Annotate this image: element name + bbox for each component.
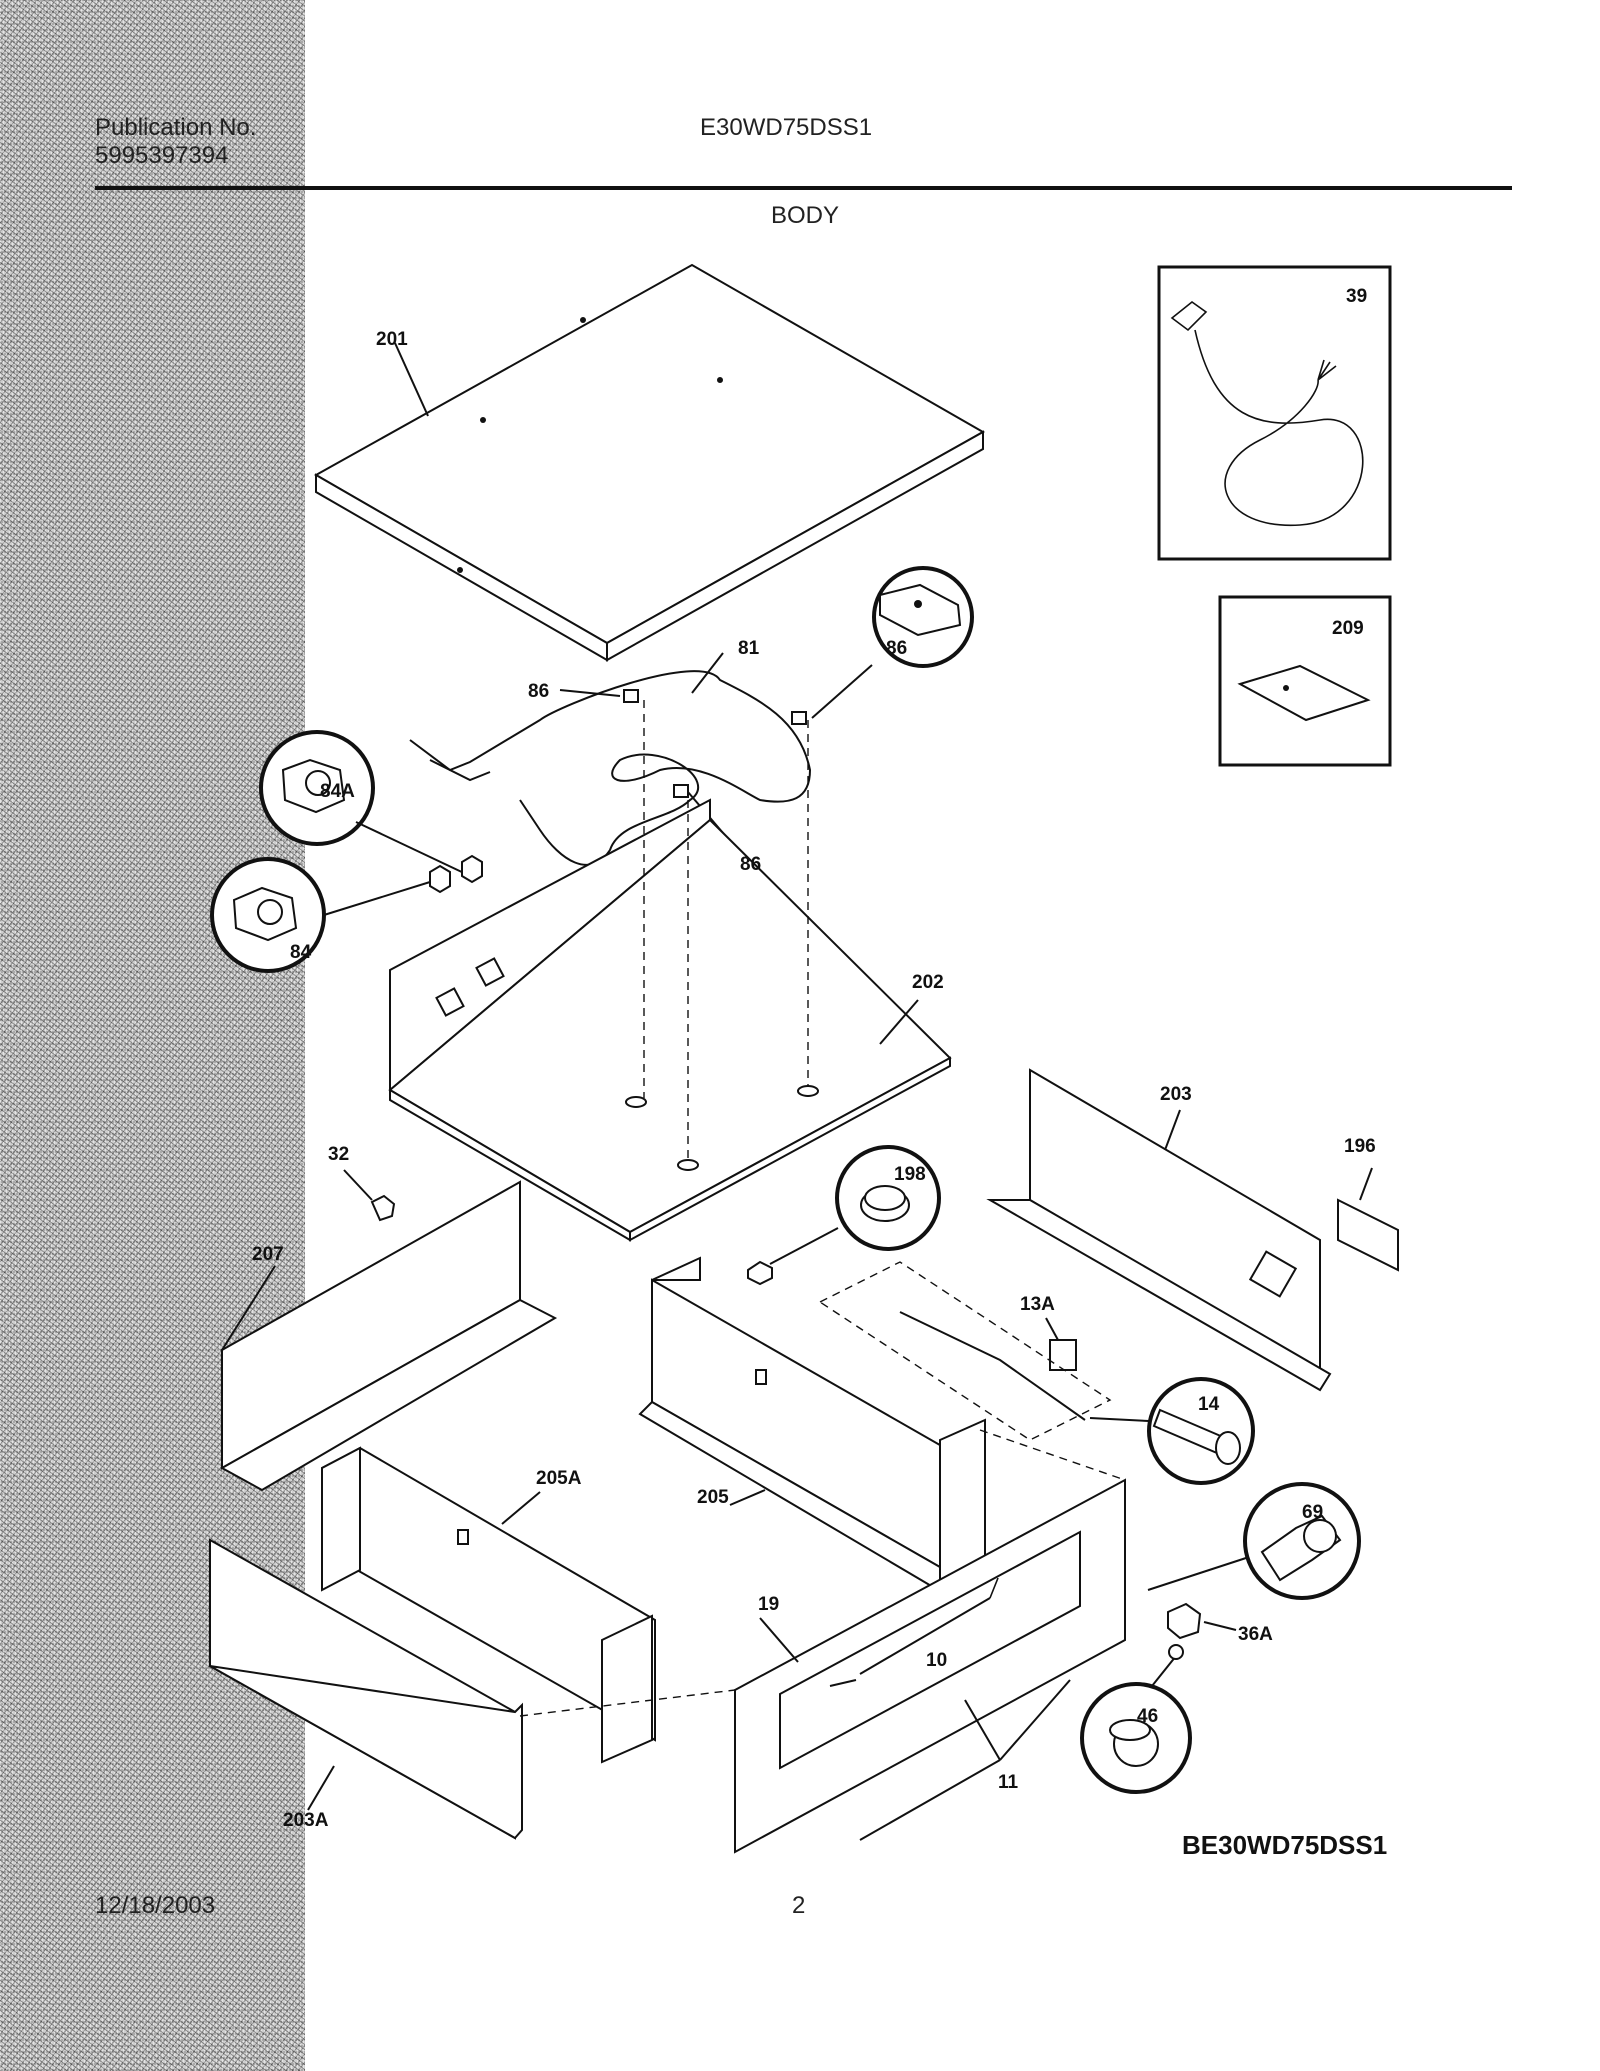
callout-203: 203 [1160,1084,1192,1105]
lower-box-205A [321,1446,656,1764]
side-panel-207 [219,1180,558,1492]
callout-207: 207 [252,1244,284,1265]
page-number: 2 [792,1892,806,1919]
front-frame-19 [519,1429,1126,1854]
callout-39: 39 [1346,286,1367,307]
plate-196 [1337,1167,1399,1272]
callout-86-clip: 86 [886,638,907,659]
bracket-box-209 [1218,595,1392,767]
callout-13A: 13A [1020,1294,1055,1315]
callout-86-center: 86 [740,854,761,875]
callout-69: 69 [1302,1502,1323,1523]
grommet-detail-198 [747,1145,941,1286]
callout-196: 196 [1344,1136,1376,1157]
callout-205A: 205A [536,1468,582,1489]
knob-36A [1167,1602,1237,1640]
callout-10: 10 [926,1650,947,1671]
thermostat-detail-84A [259,730,483,884]
callout-84: 84 [290,942,312,963]
oven-body-202 [388,700,952,1242]
publication-label: Publication No. [95,114,257,141]
brackets-86 [559,664,873,848]
callout-198: 198 [894,1164,926,1185]
callout-86-left: 86 [528,681,549,702]
part-32 [343,1169,396,1222]
header-rule [95,186,1512,190]
scan-noise-margin [0,0,305,2071]
screw-detail-69 [1147,1482,1361,1600]
clip-detail-86 [872,566,974,668]
switch-13A [818,1261,1112,1441]
section-title: BODY [771,202,840,229]
screws-10 [829,1577,999,1687]
rear-panel-203 [986,1068,1332,1392]
callout-202: 202 [912,972,944,993]
callout-84A: 84A [320,781,355,802]
callout-14: 14 [1198,1394,1220,1415]
callout-201: 201 [376,329,408,350]
callout-19: 19 [758,1594,779,1615]
callout-205: 205 [697,1487,729,1508]
button-detail-46 [1080,1644,1192,1794]
thermostat-detail-84 [210,857,451,973]
callout-11: 11 [998,1772,1019,1793]
inner-box-205 [638,1256,986,1602]
screws-11 [859,1679,1071,1841]
footer-date: 12/18/2003 [95,1892,216,1919]
callout-46: 46 [1137,1706,1158,1727]
power-cord-box-39 [1157,265,1392,561]
model-number: E30WD75DSS1 [700,114,873,141]
publication-number: 5995397394 [95,142,229,169]
front-lower-panel-203A [209,1538,523,1840]
top-panel-201 [313,263,986,662]
callout-32: 32 [328,1144,349,1165]
harness-detail-14 [1089,1377,1255,1485]
diagram-code: BE30WD75DSS1 [1182,1830,1388,1860]
callout-209: 209 [1332,618,1364,639]
callout-36A: 36A [1238,1624,1273,1645]
callout-203A: 203A [283,1810,329,1831]
callout-81: 81 [738,638,760,659]
callout-labels: 201 39 209 86 81 86 84A 86 84 202 203 19… [252,286,1376,1831]
heating-element-81 [409,652,812,866]
